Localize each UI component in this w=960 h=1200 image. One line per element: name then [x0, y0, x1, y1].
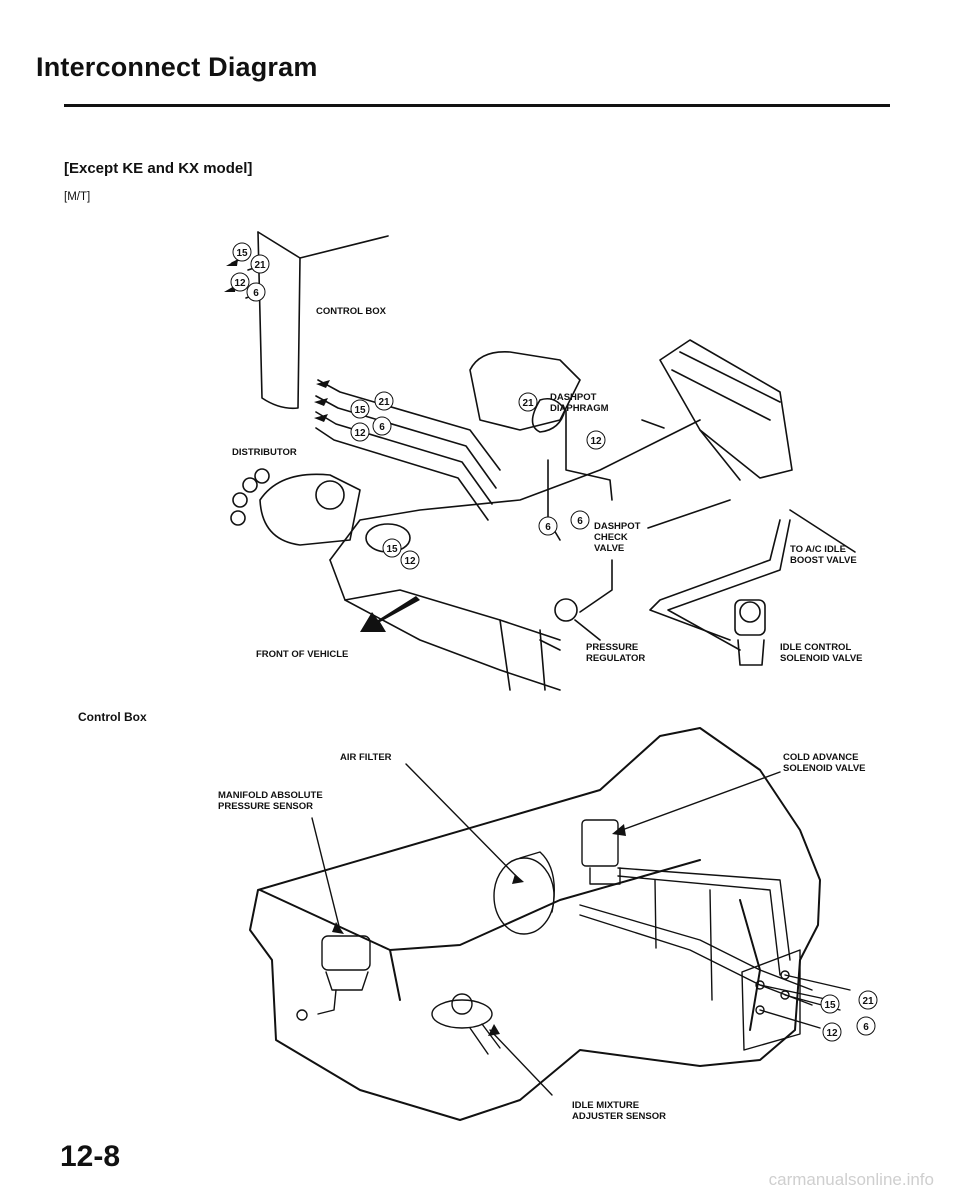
hose-6: 6 [379, 422, 385, 433]
label-front-of-vehicle: FRONT OF VEHICLE [256, 649, 349, 660]
hose-12: 12 [404, 556, 416, 567]
label-idle-control-solenoid-valve: IDLE CONTROL SOLENOID VALVE [780, 642, 863, 664]
hose-6: 6 [253, 288, 259, 299]
idle-control-solenoid-shape [734, 599, 766, 636]
hose-21: 21 [522, 398, 534, 409]
throttle-body [469, 351, 581, 431]
hose-15: 15 [824, 1000, 836, 1011]
hose-12: 12 [590, 436, 602, 447]
idle-mixture-sensor-shape [431, 999, 493, 1029]
distributor-body [259, 473, 361, 546]
label-dashpot-check-valve: DASHPOT CHECK VALVE [594, 521, 641, 554]
label-air-filter: AIR FILTER [340, 752, 392, 763]
hose-12: 12 [234, 278, 246, 289]
map-sensor-shape [321, 935, 371, 971]
page-title: Interconnect Diagram [36, 52, 318, 82]
label-idle-mixture-adjuster-sensor: IDLE MIXTURE ADJUSTER SENSOR [572, 1100, 666, 1122]
label-control-box: CONTROL BOX [316, 306, 387, 317]
front-arrow-icon [360, 596, 420, 632]
hose-15: 15 [236, 248, 248, 259]
label-dashpot-diaphragm: DASHPOT DIAPHRAGM [550, 392, 609, 414]
label-to-ac-idle-boost-valve: TO A/C IDLE BOOST VALVE [790, 544, 857, 566]
control-box-outline [249, 727, 821, 1121]
air-filter-shape [493, 857, 555, 935]
hose-21: 21 [378, 397, 390, 408]
hose-6: 6 [545, 522, 551, 533]
hose-21: 21 [862, 996, 874, 1007]
pressure-regulator-shape [554, 598, 578, 622]
control-box-outline [257, 231, 389, 410]
hose-6: 6 [863, 1022, 869, 1033]
hose-6: 6 [577, 516, 583, 527]
hose-12: 12 [354, 428, 366, 439]
hose-15: 15 [386, 544, 398, 555]
label-pressure-regulator: PRESSURE REGULATOR [586, 642, 646, 664]
label-distributor: DISTRIBUTOR [232, 447, 297, 458]
section-label-control-box: Control Box [78, 710, 147, 724]
watermark: carmanualsonline.info [768, 1170, 934, 1189]
transmission-variant: [M/T] [64, 191, 91, 203]
port-plate [741, 949, 801, 1051]
hose-21: 21 [254, 260, 266, 271]
label-cold-advance-solenoid-valve: COLD ADVANCE SOLENOID VALVE [783, 752, 866, 774]
label-map-sensor: MANIFOLD ABSOLUTE PRESSURE SENSOR [218, 790, 323, 812]
hose-12: 12 [826, 1028, 838, 1039]
model-subtitle: [Except KE and KX model] [64, 160, 253, 177]
cold-advance-solenoid-shape [581, 819, 619, 867]
page-number: 12-8 [60, 1140, 121, 1173]
title-rule [64, 104, 890, 107]
hose-15: 15 [354, 405, 366, 416]
